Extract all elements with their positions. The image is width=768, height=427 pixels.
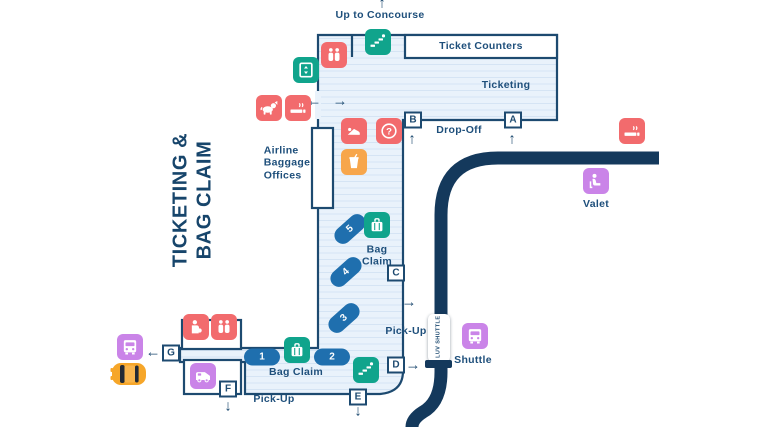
concourse-arrow: ↑ <box>378 0 386 12</box>
nursing-room-icon <box>183 314 209 340</box>
svg-text:?: ? <box>386 126 392 137</box>
map-title-line2: BAG CLAIM <box>193 140 215 260</box>
door-g-arrow: ← <box>145 343 161 361</box>
restroom-icon-lower <box>211 314 237 340</box>
bag-claim-lower-label: Bag Claim <box>268 365 324 378</box>
escalator-up-icon <box>365 29 391 55</box>
wall-opening <box>315 91 321 119</box>
door-d: D <box>387 356 405 374</box>
drop-off-label: Drop-Off <box>436 123 482 136</box>
pick-up-bottom-label: Pick-Up <box>253 392 295 405</box>
ticket-counters-room <box>403 33 559 60</box>
food-drink-icon <box>341 149 367 175</box>
ticket-counters-label: Ticket Counters <box>439 39 523 52</box>
pick-up-arrow-c: → <box>401 293 417 311</box>
door-c: C <box>387 264 405 282</box>
bus-stop-icon <box>117 334 143 360</box>
elevator-icon <box>293 57 319 83</box>
carousel-2: 2 <box>314 348 350 366</box>
valet-label: Valet <box>582 197 610 210</box>
shuttle-label: Shuttle <box>454 353 492 366</box>
smoking-area-icon-left <box>285 95 311 121</box>
smoking-area-icon-right <box>619 118 645 144</box>
door-f: F <box>219 380 237 398</box>
pick-up-right-label: Pick-Up <box>385 324 427 337</box>
door-g: G <box>162 344 180 362</box>
parking-shuttle-van-icon <box>190 363 216 389</box>
restroom-icon-upper <box>321 42 347 68</box>
shuttle-bus-label: LUV SHUTTLE <box>435 315 442 358</box>
map-title: TICKETING & BAG CLAIM <box>169 133 216 267</box>
airline-baggage-offices-room <box>310 126 335 210</box>
pet-relief-icon <box>256 95 282 121</box>
door-e: E <box>349 388 367 406</box>
carousel-1: 1 <box>244 348 280 366</box>
airline-baggage-offices-label: Airline Baggage Offices <box>263 144 311 182</box>
map-title-line1: TICKETING & <box>169 132 192 268</box>
bag-claim-upper-label: Bag Claim <box>361 243 393 268</box>
door-f-arrow: ↓ <box>224 397 232 415</box>
valet-icon <box>583 168 609 194</box>
door-b: B <box>404 111 422 129</box>
bag-claim-icon-upper <box>364 212 390 238</box>
door-e-arrow: ↓ <box>354 402 362 420</box>
door-a-arrow: ↑ <box>508 130 516 148</box>
information-icon: ? <box>376 118 402 144</box>
taxi-icon <box>110 363 146 385</box>
door-a: A <box>504 111 522 129</box>
ticketing-label: Ticketing <box>481 78 531 91</box>
escalator-down-icon <box>353 357 379 383</box>
door-b-arrow: ↑ <box>408 130 416 148</box>
shuttle-bus-bumper <box>425 360 452 368</box>
up-to-concourse-label: Up to Concourse <box>335 8 425 21</box>
bag-claim-icon-lower <box>284 337 310 363</box>
shoe-shine-icon <box>341 118 367 144</box>
shuttle-bus: LUV SHUTTLE <box>428 314 450 362</box>
shuttle-stop-icon <box>462 323 488 349</box>
corridor-arrow-right: → <box>332 92 348 110</box>
roadway <box>405 151 659 427</box>
door-d-arrow: → <box>405 356 421 374</box>
